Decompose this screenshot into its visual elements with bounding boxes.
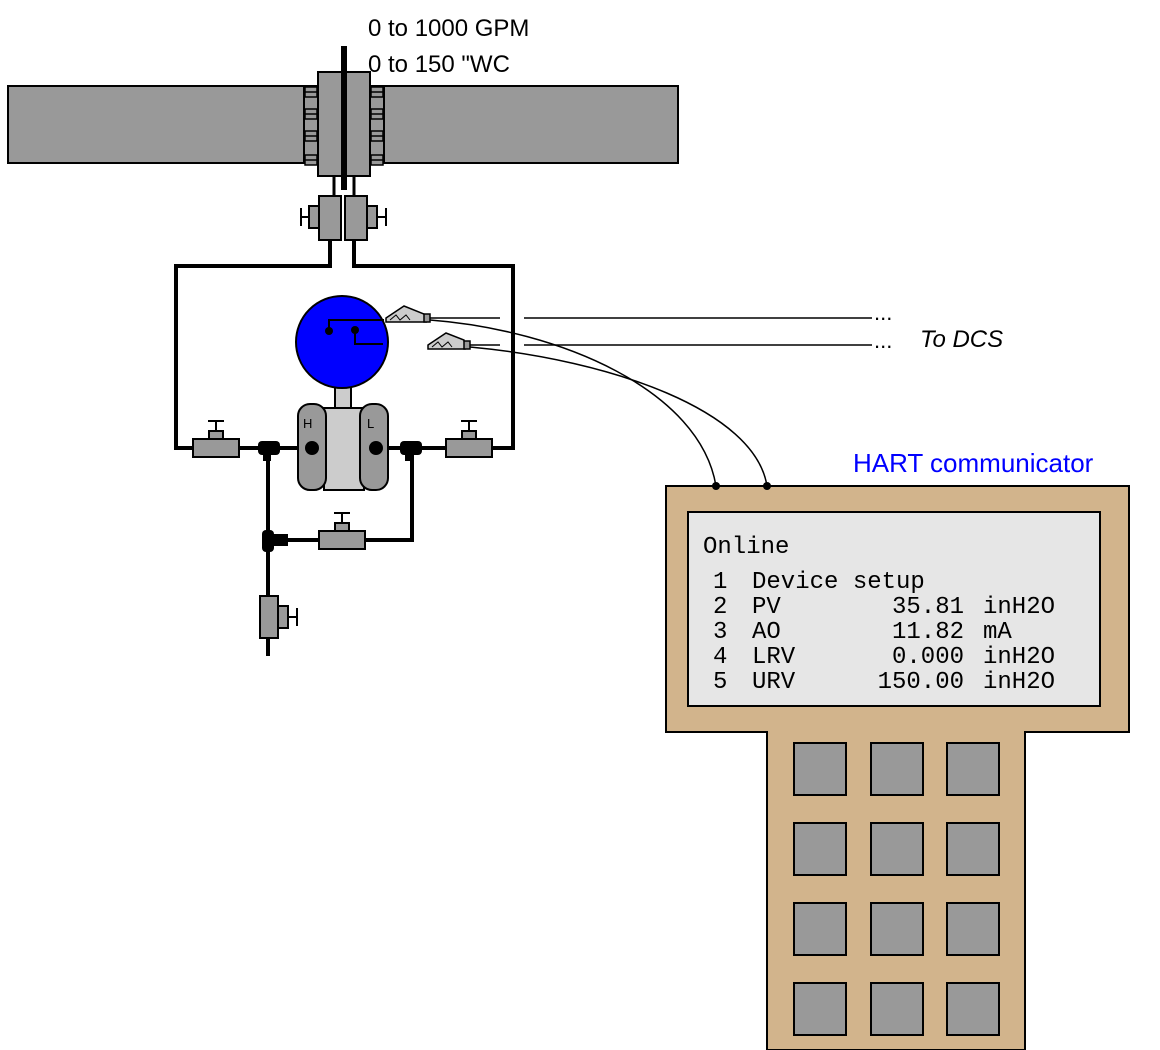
tee-fittings: [258, 441, 422, 552]
menu-item-unit: mA: [983, 619, 1012, 646]
lcd-screen: [687, 511, 1101, 707]
root-valve-high: [300, 195, 342, 241]
flow-range-label: 0 to 1000 GPM: [368, 15, 529, 42]
dcs-ellipsis-1: ...: [874, 300, 892, 325]
keypad-key[interactable]: [870, 822, 924, 876]
keypad-key[interactable]: [946, 902, 1000, 956]
communicator-label: HART communicator: [853, 448, 1094, 478]
keypad-key[interactable]: [793, 982, 847, 1036]
keypad-key[interactable]: [793, 742, 847, 796]
keypad-key[interactable]: [946, 742, 1000, 796]
menu-item-label[interactable]: AO: [752, 619, 781, 646]
menu-item-value: 11.82: [892, 619, 964, 646]
communicator-leads: [429, 319, 768, 487]
menu-item-num[interactable]: 2: [713, 594, 727, 621]
menu-item-label[interactable]: Device setup: [752, 569, 925, 596]
menu-item-label[interactable]: PV: [752, 594, 781, 621]
keypad-key[interactable]: [946, 982, 1000, 1036]
equalizing-valve: [318, 512, 366, 550]
dcs-label: To DCS: [920, 326, 1003, 353]
screen-title: Online: [703, 534, 789, 561]
menu-item-unit: inH2O: [983, 594, 1055, 621]
menu-item-value: 0.000: [892, 644, 964, 671]
keypad: [793, 742, 1000, 1036]
process-pipe: [7, 85, 679, 164]
dcs-signal-wires: [430, 317, 872, 346]
block-valve-low: [445, 420, 493, 458]
lead-terminal-2: [763, 482, 771, 490]
menu-item-unit: inH2O: [983, 644, 1055, 671]
block-valve-high: [192, 420, 240, 458]
root-valve-low: [344, 195, 387, 241]
alligator-clip-2: [427, 332, 471, 350]
drain-valve: [259, 595, 298, 639]
hart-communicator: Online 1 Device setup 2 PV 35.81 inH2O 3…: [665, 482, 1130, 1050]
keypad-key[interactable]: [870, 742, 924, 796]
alligator-clip-1: [385, 305, 431, 323]
dp-range-label: 0 to 150 "WC: [368, 51, 510, 78]
orifice-flange-assembly: [303, 46, 385, 190]
keypad-key[interactable]: [793, 822, 847, 876]
dp-transmitter: H L: [295, 295, 389, 491]
menu-item-num[interactable]: 5: [713, 669, 727, 696]
keypad-key[interactable]: [793, 902, 847, 956]
menu-item-num[interactable]: 3: [713, 619, 727, 646]
lead-terminal-1: [712, 482, 720, 490]
menu-item-unit: inH2O: [983, 669, 1055, 696]
menu-item-value: 150.00: [878, 669, 964, 696]
screen-menu: 1 Device setup 2 PV 35.81 inH2O 3 AO 11.…: [713, 569, 1055, 696]
low-side-label: L: [367, 416, 374, 431]
transmitter-head: [295, 295, 389, 389]
keypad-key[interactable]: [870, 902, 924, 956]
menu-item-num[interactable]: 1: [713, 569, 727, 596]
menu-item-label[interactable]: URV: [752, 669, 796, 696]
keypad-key[interactable]: [946, 822, 1000, 876]
menu-item-value: 35.81: [892, 594, 964, 621]
high-side-label: H: [303, 416, 312, 431]
dcs-ellipsis-2: ...: [874, 328, 892, 353]
tap-ports: [332, 176, 356, 196]
menu-item-num[interactable]: 4: [713, 644, 727, 671]
menu-item-label[interactable]: LRV: [752, 644, 796, 671]
terminal-wiring: [325, 319, 384, 345]
keypad-key[interactable]: [870, 982, 924, 1036]
